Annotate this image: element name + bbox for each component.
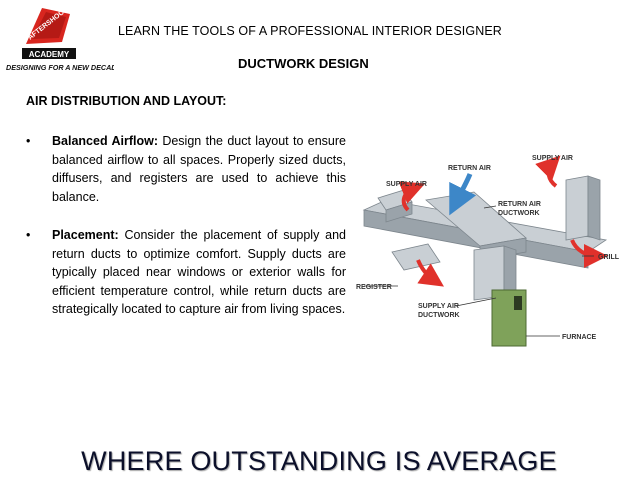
right-supply-duct [565, 175, 589, 241]
label-return-air: RETURN AIR [448, 165, 491, 172]
supply-air-arrow-right [535, 155, 561, 188]
bullet-item-balanced-airflow: • Balanced Airflow: Design the duct layo… [26, 132, 346, 206]
ductwork-diagram: SUPPLY AIR RETURN AIR SUPPLY AIR RETURN … [356, 140, 626, 360]
footer-slogan: WHERE OUTSTANDING IS AVERAGE [81, 446, 557, 476]
label-grill: GRILL [598, 254, 620, 261]
bullet-list: • Balanced Airflow: Design the duct layo… [26, 132, 346, 339]
header-title: LEARN THE TOOLS OF A PROFESSIONAL INTERI… [118, 24, 502, 38]
logo-academy-text: ACADEMY [29, 50, 70, 59]
label-supply-air-left: SUPPLY AIR [386, 181, 427, 188]
label-return-air-ductwork-1: RETURN AIR [498, 201, 541, 208]
label-supply-air-ductwork-1: SUPPLY AIR [418, 303, 459, 310]
label-supply-air-right: SUPPLY AIR [532, 155, 573, 162]
register-box [391, 243, 441, 271]
academy-logo: AFTERSHOCK ACADEMY DESIGNING FOR A NEW D… [4, 4, 121, 76]
section-title: AIR DISTRIBUTION AND LAYOUT: [26, 94, 227, 108]
bullet-marker: • [26, 228, 31, 242]
bullet-item-placement: • Placement: Consider the placement of s… [26, 226, 346, 319]
label-return-air-ductwork-2: DUCTWORK [498, 210, 540, 217]
logo-tagline-text: DESIGNING FOR A NEW DECADE [6, 63, 114, 72]
label-supply-air-ductwork-2: DUCTWORK [418, 312, 460, 319]
bullet-text: Consider the placement of supply and ret… [52, 228, 346, 316]
supply-air-arrow-left [398, 181, 426, 212]
return-air-arrow [449, 173, 477, 216]
label-furnace: FURNACE [562, 334, 597, 341]
label-register: REGISTER [356, 284, 392, 291]
bullet-text: Design the duct layout to ensure balance… [52, 134, 346, 204]
page-subtitle: DUCTWORK DESIGN [238, 56, 369, 71]
bullet-lead: Balanced Airflow: [52, 134, 158, 148]
register-arrow [416, 259, 444, 287]
bullet-marker: • [26, 134, 31, 148]
bullet-lead: Placement: [52, 228, 119, 242]
